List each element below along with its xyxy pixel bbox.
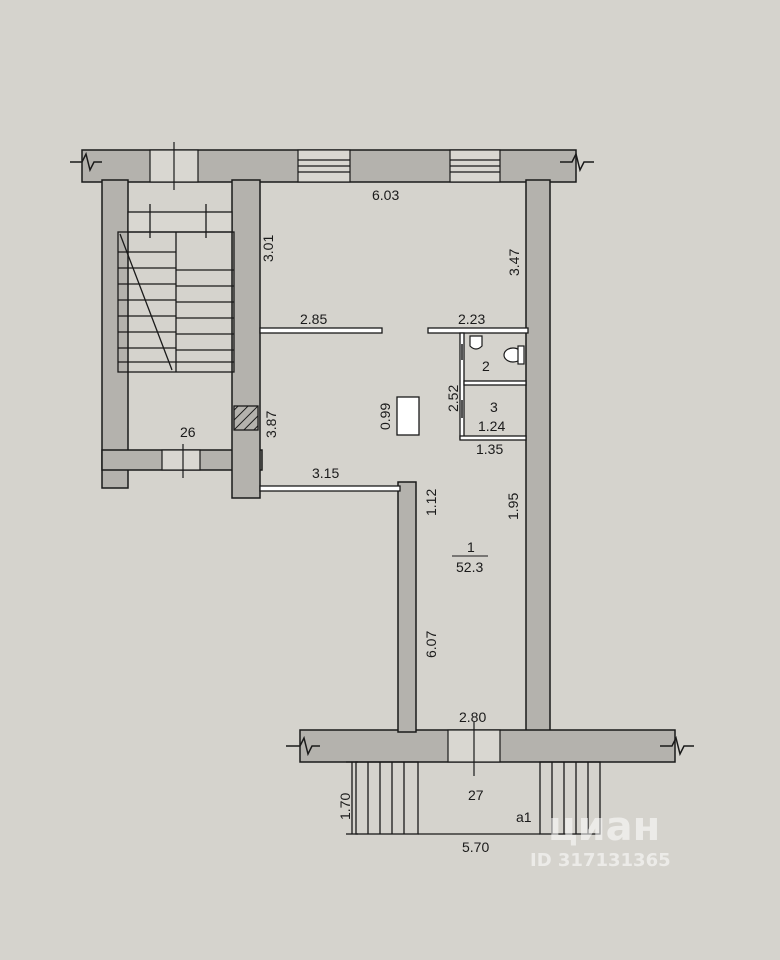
dim-small-rooms-bottom: 1.35 [476, 441, 503, 457]
stair-outer-wall [101, 179, 129, 489]
stair-hatched-block [233, 405, 259, 431]
dim-stair-height: 3.01 [260, 235, 276, 262]
label-room1-area: 52.3 [456, 559, 483, 575]
partition-lower [259, 485, 401, 492]
sink-icon [469, 335, 483, 350]
dim-lower-partition: 3.15 [312, 465, 339, 481]
label-stair-ref: 26 [180, 424, 196, 440]
windows [149, 142, 501, 776]
stair-inner-wall [231, 179, 261, 499]
dim-corridor-height: 6.07 [423, 631, 439, 658]
stair-landing-top [127, 211, 233, 233]
porch [346, 761, 601, 835]
dim-top-width: 6.03 [372, 187, 399, 203]
wall-break-marks [70, 151, 694, 757]
toilet-tank [517, 345, 525, 365]
dim-porch-depth: 1.70 [337, 793, 353, 820]
stair-door [161, 449, 201, 471]
steps-right [539, 761, 601, 835]
rooms-bottom-wall [459, 435, 527, 441]
label-room2-number: 2 [482, 358, 490, 374]
steps-left [355, 761, 419, 835]
dim-right-lower-height: 1.95 [505, 493, 521, 520]
column [396, 396, 420, 436]
partition-left [259, 327, 383, 334]
partitions [259, 327, 529, 492]
dim-porch-width: 5.70 [462, 839, 489, 855]
plumbing [469, 335, 525, 365]
dimension-labels: 6.03 3.01 3.47 2.85 2.23 2.52 1.24 1.35 … [260, 187, 522, 855]
dim-stair-wall-height: 3.87 [263, 411, 279, 438]
watermark-brand: циан [548, 804, 660, 850]
dim-left-partition: 2.85 [300, 311, 327, 327]
right-outer-wall [525, 179, 551, 733]
corridor-left-wall [397, 481, 417, 733]
dim-column: 0.99 [377, 403, 393, 430]
dim-right-upper-height: 3.47 [506, 249, 522, 276]
label-porch-ref: a1 [516, 809, 532, 825]
stairwell [117, 204, 259, 431]
label-room1-number: 1 [467, 539, 475, 555]
watermark: циан ID 317131365 [530, 804, 671, 871]
label-room3-number: 3 [490, 399, 498, 415]
dim-small-rooms-height: 2.52 [445, 385, 461, 412]
dim-entry-width: 2.80 [459, 709, 486, 725]
room-labels: 26 1 52.3 2 3 27 a1 [180, 358, 532, 825]
partition-right [427, 327, 529, 334]
label-entry-ref: 27 [468, 787, 484, 803]
dim-step-wall: 1.12 [423, 489, 439, 516]
dim-small-room-width: 1.24 [478, 418, 505, 434]
watermark-id: ID 317131365 [530, 850, 671, 871]
rooms-divider [463, 380, 527, 386]
dim-right-partition: 2.23 [458, 311, 485, 327]
